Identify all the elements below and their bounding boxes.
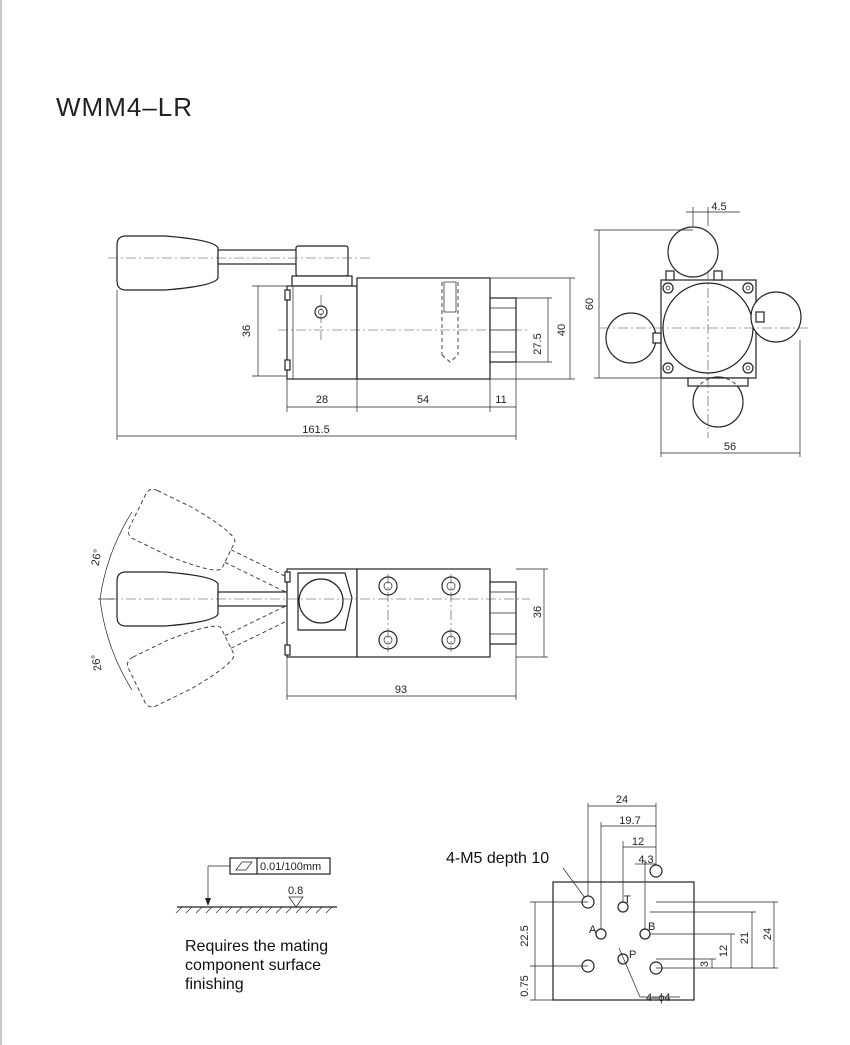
port-dim-24-side: 24 bbox=[762, 928, 774, 940]
lever-rod bbox=[217, 249, 299, 265]
top-view: 26° 26° 36 93 bbox=[90, 488, 548, 708]
end-dim-60: 60 bbox=[584, 298, 596, 310]
end-body bbox=[660, 279, 757, 379]
handle-knob bbox=[116, 235, 219, 291]
side-dim-27-5: 27.5 bbox=[532, 333, 544, 354]
end-dim-4-5: 4.5 bbox=[711, 201, 726, 213]
side-dim-54: 54 bbox=[417, 394, 429, 406]
top-body-main bbox=[356, 568, 491, 658]
roughness-value: 0.8 bbox=[288, 885, 303, 897]
side-body-left bbox=[286, 285, 358, 380]
port-dim-12-side: 12 bbox=[718, 945, 730, 957]
handle-left bbox=[605, 312, 657, 364]
port-dim-3: 3 bbox=[699, 961, 711, 967]
top-dim-93: 93 bbox=[395, 684, 407, 696]
port-p-hole bbox=[617, 953, 629, 965]
pivot-block bbox=[295, 245, 349, 277]
port-label-p: P bbox=[629, 949, 636, 961]
thread-note: 4-M5 depth 10 bbox=[446, 850, 550, 867]
roughness-icon bbox=[288, 896, 304, 908]
port-dim-22-5: 22.5 bbox=[519, 925, 531, 946]
flatness-icon bbox=[235, 861, 253, 871]
handle-right bbox=[750, 291, 802, 343]
angle-lower: 26° bbox=[90, 653, 105, 671]
end-dim-56: 56 bbox=[724, 441, 736, 453]
flatness-value: 0.01/100mm bbox=[260, 861, 321, 873]
angle-upper: 26° bbox=[90, 548, 105, 566]
port-dim-4-3: 4.3 bbox=[638, 854, 653, 866]
side-view: 36 27.5 40 28 54 11 161.5 bbox=[108, 235, 575, 440]
top-dim-36: 36 bbox=[532, 606, 544, 618]
side-dim-11: 11 bbox=[495, 394, 506, 406]
pivot-head bbox=[297, 572, 353, 631]
surface-note-line-3: finishing bbox=[185, 976, 244, 993]
port-dim-19-7: 19.7 bbox=[619, 815, 640, 827]
port-dim-21: 21 bbox=[739, 932, 751, 944]
drawing-title: WMM4–LR bbox=[56, 92, 194, 122]
port-label-a: A bbox=[589, 924, 597, 936]
port-dim-12-top: 12 bbox=[632, 836, 644, 848]
thread-hole-tr bbox=[649, 864, 663, 878]
pivot-collar bbox=[291, 275, 353, 287]
port-dim-24-top: 24 bbox=[616, 794, 628, 806]
hidden-bore bbox=[441, 282, 459, 363]
surface-note-line-1: Requires the mating bbox=[185, 938, 329, 955]
surface-note-line-2: component surface bbox=[185, 957, 322, 974]
side-body-main bbox=[356, 277, 491, 380]
side-dim-161-5: 161.5 bbox=[302, 424, 330, 436]
side-dim-40: 40 bbox=[556, 324, 568, 336]
port-dim-0-75: 0.75 bbox=[519, 975, 531, 996]
surface-note: Requires the mating component surface fi… bbox=[185, 937, 328, 994]
sheet-left-edge bbox=[0, 0, 2, 1045]
side-dim-36: 36 bbox=[241, 325, 253, 337]
surface-spec: 0.01/100mm 0.8 bbox=[175, 857, 337, 914]
port-label-t: T bbox=[624, 894, 631, 906]
port-pattern: T A B P 24 19.7 12 4.3 22.5 0.75 3 12 bbox=[519, 794, 778, 1004]
side-dim-28: 28 bbox=[316, 394, 328, 406]
end-view: 4.5 60 56 bbox=[584, 201, 808, 457]
port-label-b: B bbox=[648, 921, 655, 933]
port-hole-note: 4–ϕ4 bbox=[646, 992, 671, 1004]
